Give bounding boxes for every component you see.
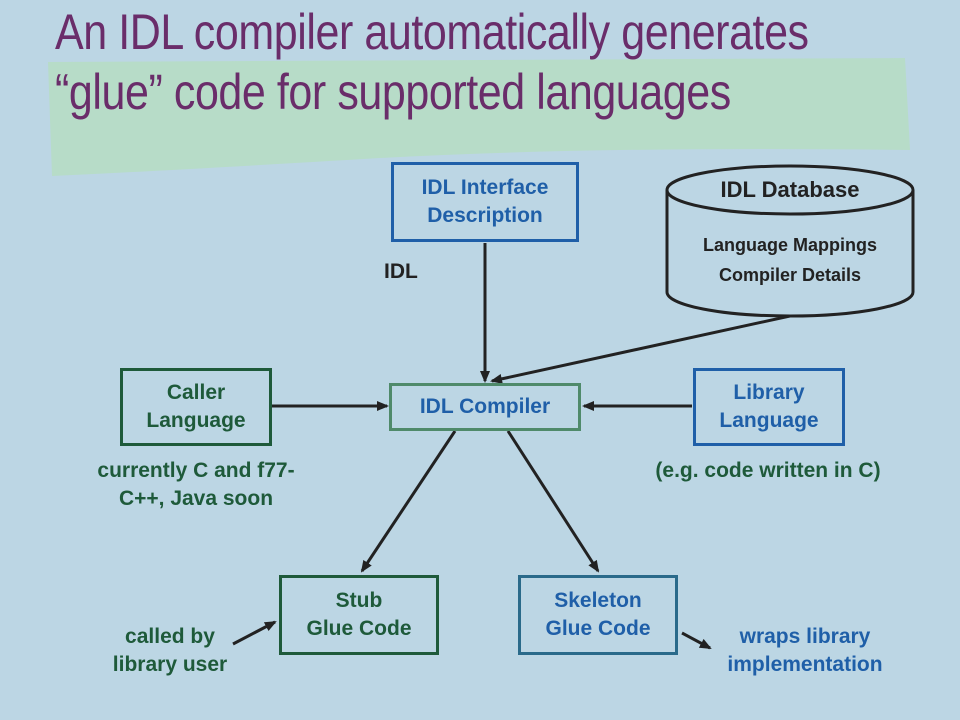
idl-label: IDL [384,260,418,283]
library-line-2: Language [719,409,819,432]
database-line-1: Language Mappings [702,235,877,255]
stub-glue-code-box: Stub Glue Code [279,575,439,655]
interface-line-2: Description [427,204,543,227]
skeleton-line-1: Skeleton [554,589,642,612]
caller-line-2: Language [146,409,246,432]
title-line-2: “glue” code for supported languages [55,64,731,120]
arrow-compiler-to-skeleton [506,430,600,573]
database-cylinder [665,164,915,318]
skeleton-line-2: Glue Code [545,617,651,640]
title-band [48,58,910,176]
caller-note-line-1: currently C and f77- [97,459,295,482]
arrow-note-to-stub [232,620,277,646]
database-line-2: Compiler Details [718,265,862,285]
idl-compiler-box: IDL Compiler [389,383,581,431]
skeleton-glue-code-box: Skeleton Glue Code [518,575,678,655]
compiler-label: IDL Compiler [419,395,551,418]
idl-interface-description-box: IDL Interface Description [391,162,579,242]
title-line-1: An IDL compiler automatically generates [55,4,809,60]
library-line-1: Library [733,381,805,404]
arrow-skeleton-to-note [681,631,712,650]
interface-line-1: IDL Interface [421,176,549,199]
caller-note-line-2: C++, Java soon [118,487,274,510]
slide-title: An IDL compiler automatically generates … [55,2,812,122]
arrow-database-to-compiler [490,314,791,384]
skeleton-note-line-1: wraps library [739,625,871,648]
library-note: (e.g. code written in C) [655,459,881,482]
stub-line-2: Glue Code [306,617,412,640]
stub-note-line-2: library user [112,653,228,676]
database-title: IDL Database [720,177,860,202]
skeleton-note-line-2: implementation [727,653,883,676]
stub-note: called by library user [80,623,260,679]
stub-note-line-1: called by [125,625,215,648]
caller-note: currently C and f77- C++, Java soon [58,457,334,513]
stub-line-1: Stub [335,589,383,612]
library-language-box: Library Language [693,368,845,446]
caller-language-box: Caller Language [120,368,272,446]
skeleton-note: wraps library implementation [700,623,910,679]
caller-line-1: Caller [166,381,226,404]
arrow-compiler-to-stub [360,430,457,573]
